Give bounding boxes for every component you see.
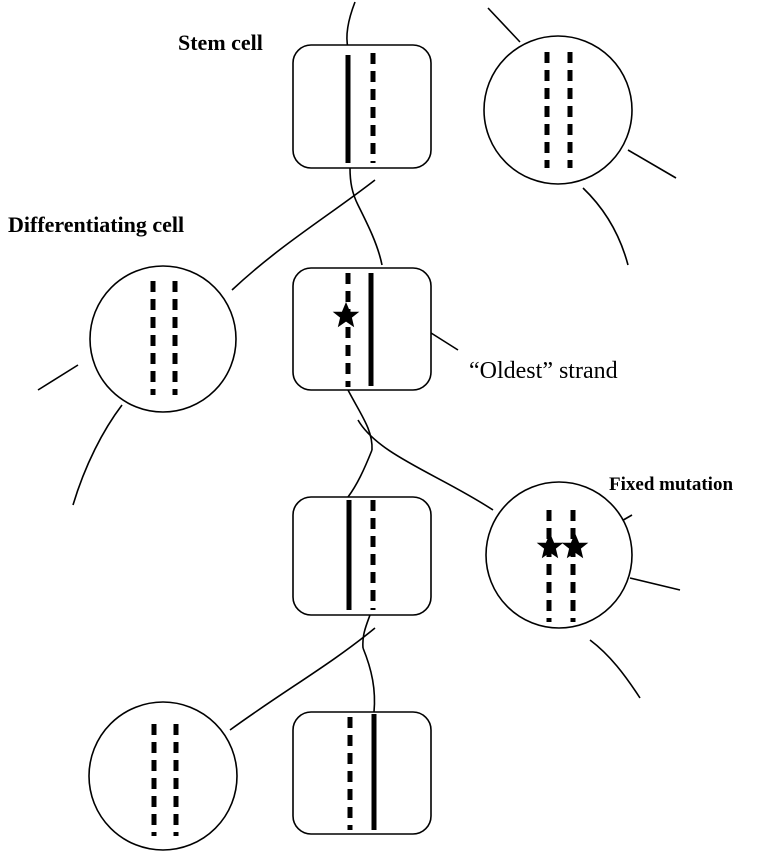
lineage-line [582,187,629,266]
daughter-cell-circle-top [483,35,633,185]
lineage-line [627,149,677,179]
stem-cell-square-row3 [292,496,432,616]
fixed-mutation-label: Fixed mutation [609,474,734,495]
lineage-line [589,639,641,699]
lineage-line [229,627,376,731]
lineage-line [231,179,376,291]
lineage-line [349,167,383,266]
lineage-line [37,364,79,391]
stem-cell-label: Stem cell [178,30,263,55]
stem-cell-square [292,44,432,169]
oldest-strand-label: “Oldest” strand [469,358,618,384]
lineage-line [629,577,681,591]
stem-cell-square-with-mutation [292,267,432,391]
differentiating-cell-label: Differentiating cell [8,212,185,237]
differentiating-cell-circle [89,265,237,413]
lineage-line [357,419,494,511]
lineage-line [487,7,521,43]
differentiating-cell-circle-bottom [88,701,238,851]
daughter-cell-circle-mutated [485,481,633,629]
lineage-line [72,404,123,506]
lineage-line [362,614,371,649]
lineage-line [362,647,376,713]
lineage-line [347,389,373,451]
stem-cell-square-bottom [292,711,432,835]
lineage-line [346,1,356,49]
lineage-line [347,449,373,498]
